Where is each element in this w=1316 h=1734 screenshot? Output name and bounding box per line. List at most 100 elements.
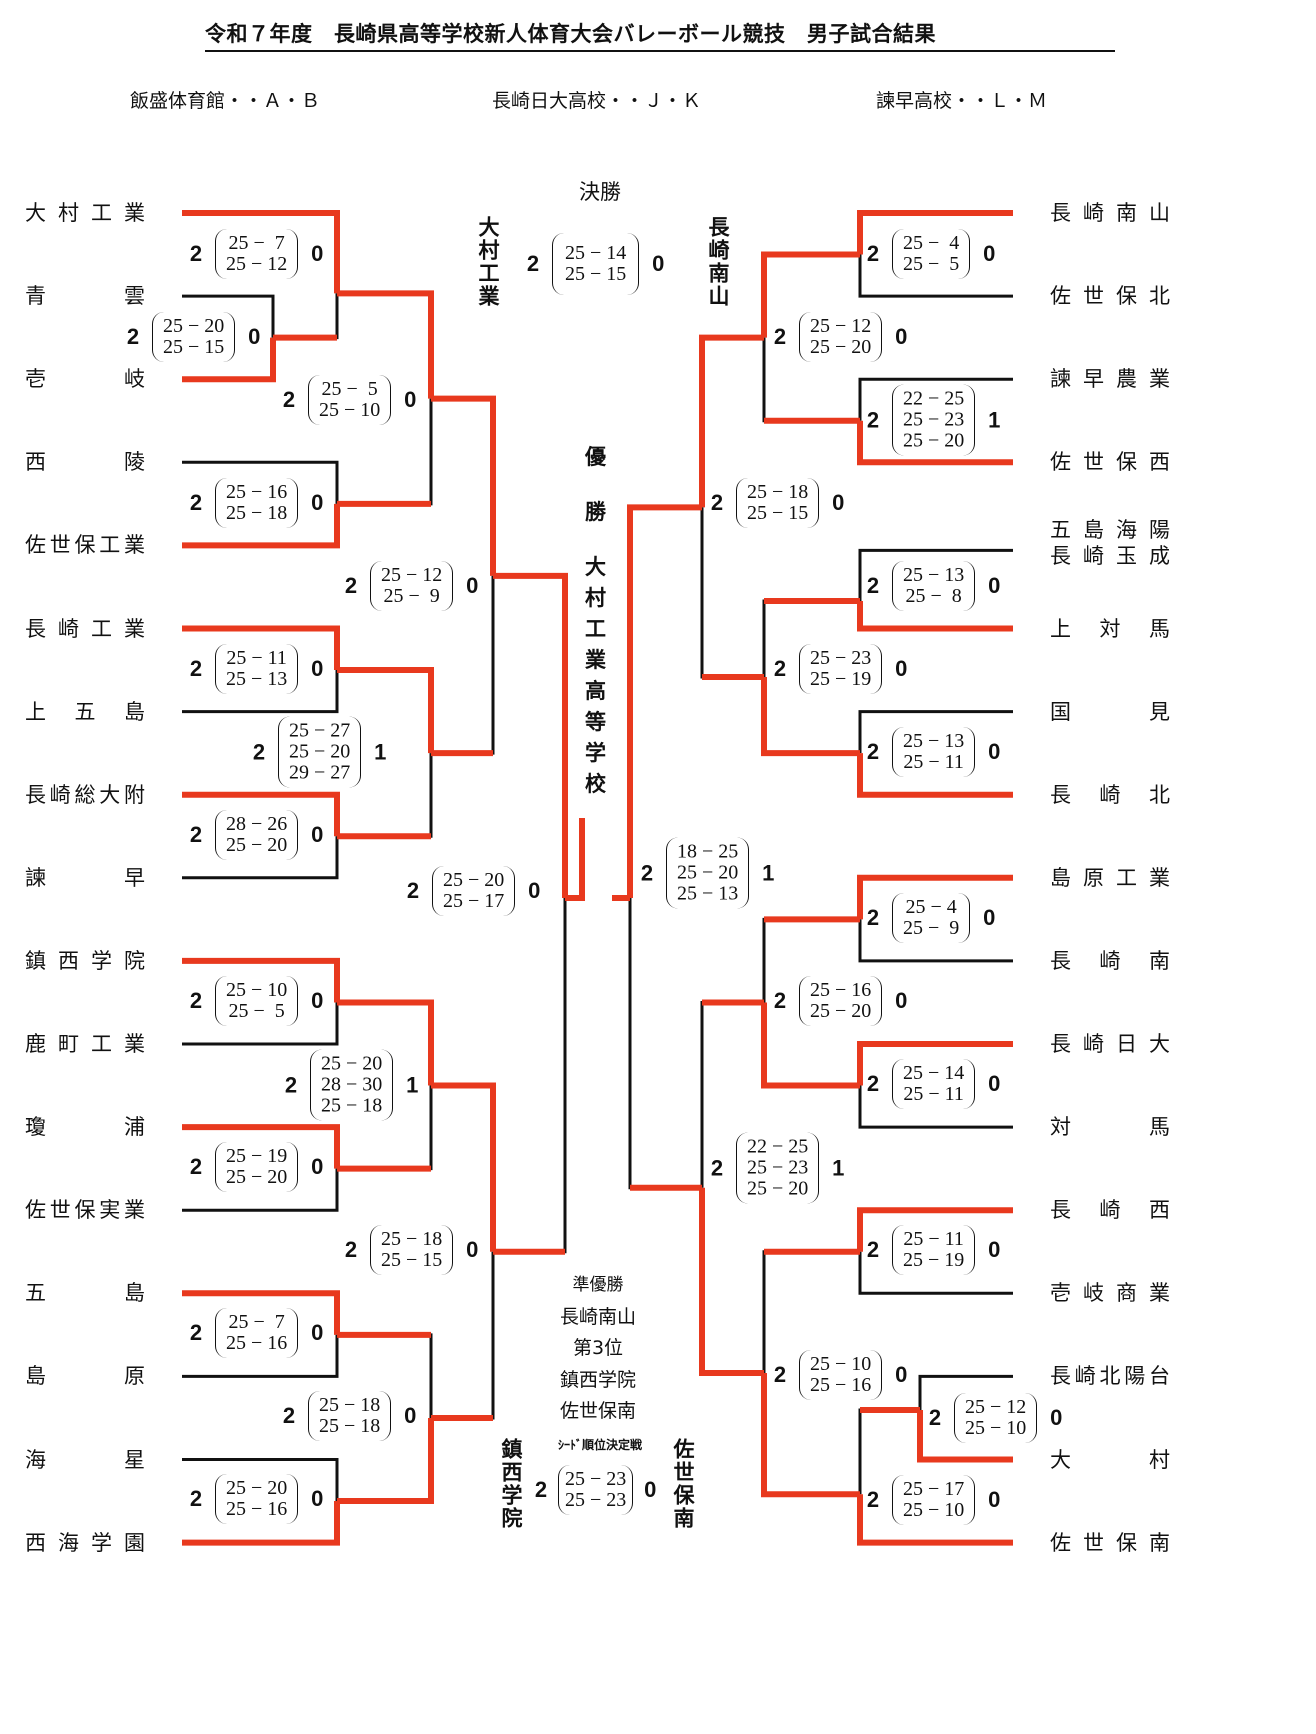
winner-path bbox=[699, 1187, 764, 1377]
loser-path bbox=[182, 836, 339, 880]
set-scores: 25 − 7 25 − 12 bbox=[215, 229, 299, 279]
champion-label-char: 勝 bbox=[585, 500, 606, 524]
loser-path bbox=[858, 919, 1013, 963]
match-score: 2 22 − 25 25 − 23 25 − 20 1 bbox=[706, 1132, 849, 1204]
winner-sets: 2 bbox=[866, 905, 880, 930]
loser-sets: 0 bbox=[983, 905, 996, 930]
third-place-label: 第3位 bbox=[572, 1337, 624, 1359]
winner-path bbox=[182, 625, 340, 671]
loser-sets: 0 bbox=[832, 490, 845, 515]
right-team-name: 佐世保西 bbox=[1050, 450, 1170, 475]
loser-sets: 0 bbox=[311, 988, 324, 1013]
loser-path bbox=[182, 670, 339, 714]
champion-banner: 優 勝 大 村 工 業 高 等 学 校 bbox=[585, 442, 606, 800]
loser-path bbox=[493, 898, 567, 1254]
runner-up-team: 長崎南山 bbox=[559, 1305, 636, 1328]
set-scores: 25 − 10 25 − 16 bbox=[799, 1350, 883, 1400]
right-team-name: 長崎北 bbox=[1050, 782, 1170, 807]
winner-path bbox=[337, 290, 434, 399]
winner-sets: 2 bbox=[189, 656, 203, 681]
loser-path bbox=[182, 294, 275, 338]
page-title: 令和７年度 長崎県高等学校新人体育大会バレーボール競技 男子試合結果 bbox=[205, 18, 1115, 52]
loser-path bbox=[182, 1168, 339, 1212]
winner-path bbox=[857, 210, 1013, 255]
right-team-name: 五島海陽長崎玉成 bbox=[1050, 518, 1170, 569]
match-score: 2 25 − 7 25 − 12 0 bbox=[185, 229, 328, 279]
seed-playoff-score: 2 25 − 23 25 − 23 0 bbox=[530, 1465, 661, 1515]
winner-path bbox=[337, 667, 434, 754]
set-scores: 18 − 25 25 − 20 25 − 13 bbox=[666, 837, 750, 909]
loser-sets: 0 bbox=[895, 1362, 908, 1387]
winner-path bbox=[337, 1417, 434, 1505]
winner-sets: 2 bbox=[928, 1405, 942, 1430]
final-right-sets: 0 bbox=[652, 251, 665, 276]
winner-path bbox=[761, 1002, 860, 1089]
left-team-name: 瓊浦 bbox=[25, 1115, 145, 1140]
loser-path bbox=[182, 1458, 339, 1502]
left-team-name: 大村工業 bbox=[25, 201, 145, 225]
winner-path bbox=[857, 600, 1013, 632]
winner-path bbox=[431, 1082, 496, 1252]
winner-path bbox=[431, 395, 496, 576]
set-scores: 22 − 25 25 − 23 25 − 20 bbox=[736, 1132, 820, 1204]
loser-sets: 0 bbox=[311, 490, 324, 515]
champion-team-char: 等 bbox=[585, 710, 606, 734]
champion-team-char: 高 bbox=[585, 679, 606, 703]
loser-sets: 0 bbox=[528, 878, 541, 903]
winner-path bbox=[627, 504, 702, 898]
loser-path bbox=[700, 507, 764, 679]
loser-sets: 0 bbox=[404, 387, 417, 412]
winner-sets: 2 bbox=[282, 1403, 296, 1428]
winner-sets: 2 bbox=[866, 407, 880, 432]
loser-sets: 1 bbox=[832, 1155, 845, 1180]
loser-sets: 0 bbox=[466, 573, 479, 598]
winner-path bbox=[857, 1041, 1013, 1086]
winner-path bbox=[761, 1373, 860, 1498]
loser-sets: 0 bbox=[466, 1237, 479, 1262]
winner-path bbox=[182, 1501, 340, 1546]
set-scores: 25 − 12 25 − 20 bbox=[799, 312, 883, 362]
loser-path bbox=[182, 1002, 339, 1046]
winner-path bbox=[917, 1409, 1013, 1463]
loser-sets: 0 bbox=[895, 324, 908, 349]
venue-label: 飯盛体育館・・Ａ・Ｂ bbox=[130, 90, 321, 112]
set-scores: 22 − 25 25 − 23 25 − 20 bbox=[892, 384, 976, 456]
winner-path bbox=[857, 1207, 1013, 1252]
winner-sets: 2 bbox=[710, 1155, 724, 1180]
left-team-name: 鹿町工業 bbox=[25, 1032, 145, 1056]
loser-path bbox=[858, 1085, 1013, 1129]
set-scores: 28 − 26 25 − 20 bbox=[215, 810, 299, 860]
loser-sets: 0 bbox=[311, 822, 324, 847]
loser-sets: 0 bbox=[311, 656, 324, 681]
left-team-name: 島原 bbox=[25, 1364, 145, 1389]
loser-sets: 0 bbox=[311, 241, 324, 266]
loser-sets: 0 bbox=[311, 1486, 324, 1511]
champion-team-char: 業 bbox=[585, 648, 606, 672]
winner-sets: 2 bbox=[189, 241, 203, 266]
right-team-name: 諫早農業 bbox=[1050, 367, 1170, 392]
right-team-name: 長崎北陽台 bbox=[1050, 1364, 1170, 1389]
champion-team-char: 学 bbox=[585, 741, 606, 765]
right-team-name: 佐世保南 bbox=[1050, 1530, 1170, 1555]
winner-path bbox=[182, 957, 340, 1003]
loser-path bbox=[182, 1334, 339, 1378]
right-team-name: 対馬 bbox=[1050, 1115, 1170, 1140]
set-scores: 25 − 20 25 − 16 bbox=[215, 1474, 299, 1524]
winner-sets: 2 bbox=[773, 988, 787, 1013]
seed-left-team: 鎮西学院 bbox=[499, 1438, 523, 1530]
left-team-name: 長崎総大附 bbox=[25, 782, 145, 807]
loser-sets: 0 bbox=[895, 656, 908, 681]
loser-sets: 1 bbox=[406, 1072, 419, 1097]
champion-team-char: 校 bbox=[585, 772, 606, 796]
loser-path bbox=[182, 460, 339, 504]
winner-path bbox=[493, 572, 568, 898]
loser-sets: 0 bbox=[988, 739, 1001, 764]
final-heading: 決勝 bbox=[579, 180, 621, 204]
